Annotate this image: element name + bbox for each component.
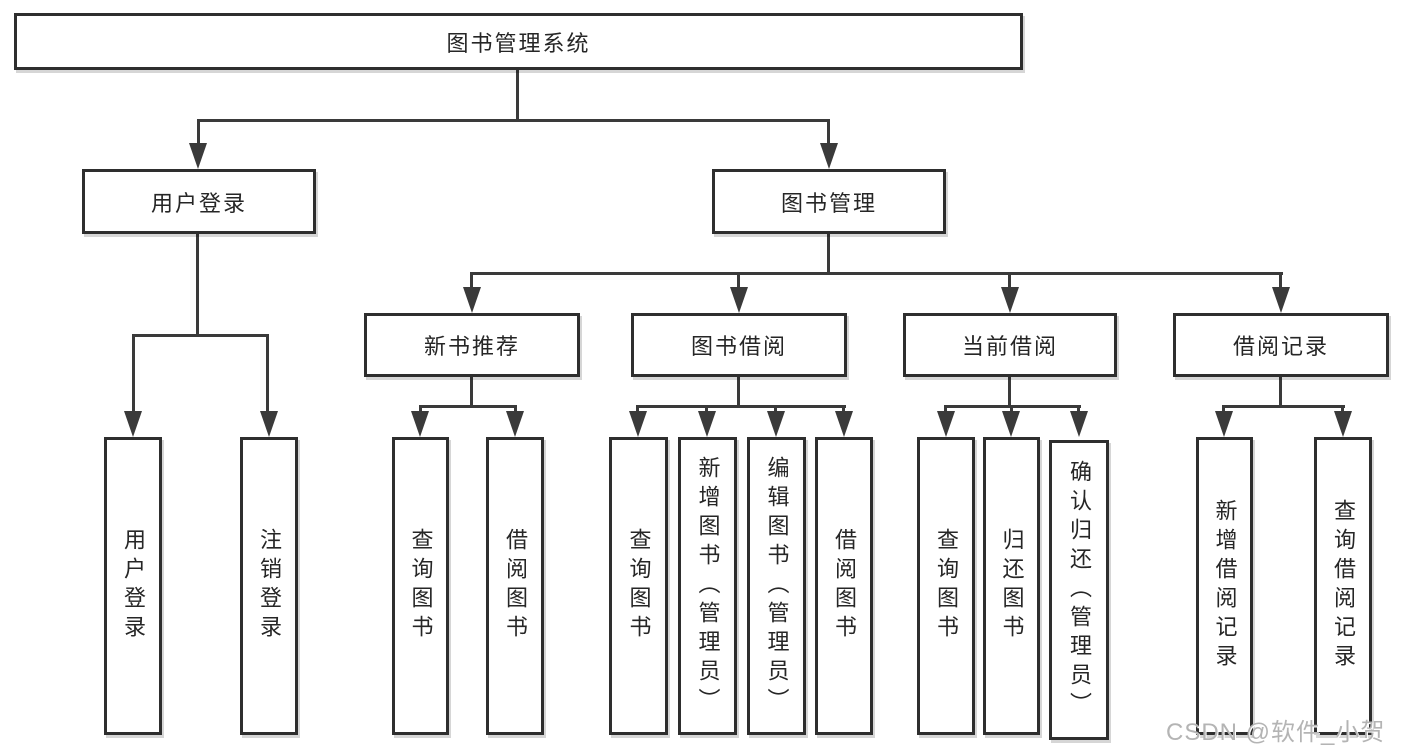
leaf-borrow-query-books: 查询图书 [609,437,668,735]
connector-current-stub-2 [1010,405,1013,413]
leaf-records-add-record: 新增借阅记录 [1196,437,1253,735]
connector-newbooks-hline [419,405,517,408]
connector-bookmgmt-stub-2 [737,272,740,289]
leaf-current-confirm-return-admin: 确认归还（管理员） [1049,440,1109,740]
connector-records-vline [1279,376,1282,408]
arrowhead-bb-query-books-icon [629,411,647,437]
leaf-current-return-books: 归还图书 [983,437,1040,735]
arrowhead-current-borrowing-icon [1001,287,1019,313]
arrowhead-bb-add-books-icon [698,411,716,437]
connector-userlogin-stub-right [266,334,269,413]
node-new-book-recommendation: 新书推荐 [364,313,580,377]
leaf-borrow-edit-books-admin: 编辑图书（管理员） [747,437,806,735]
node-book-management: 图书管理 [712,169,946,234]
connector-current-hline [945,405,1081,408]
connector-current-stub-3 [1077,405,1080,413]
connector-newbooks-stub-1 [419,405,422,413]
csdn-watermark: CSDN @软件_小贺同学 [1166,719,1386,746]
leaf-newbooks-borrow-books: 借阅图书 [486,437,544,735]
connector-userlogin-hline [132,334,269,337]
node-borrowing-records: 借阅记录 [1173,313,1389,377]
arrowhead-bb-edit-books-icon [767,411,785,437]
connector-current-vline [1008,376,1011,408]
connector-current-stub-1 [944,405,947,413]
leaf-records-query-record: 查询借阅记录 [1314,437,1372,735]
connector-userlogin-vline [196,233,199,337]
connector-root-stub-left [197,119,200,145]
connector-root-hline [197,119,830,122]
arrowhead-cb-confirm-return-icon [1070,411,1088,437]
connector-borrowing-vline [737,376,740,408]
connector-records-hline [1223,405,1345,408]
node-user-login: 用户登录 [82,169,316,234]
arrowhead-user-login-icon [189,143,207,169]
arrowhead-nb-query-books-icon [411,411,429,437]
arrowhead-new-book-recommendation-icon [463,287,481,313]
connector-bookmgmt-stub-1 [470,272,473,289]
arrowhead-borrowing-records-icon [1272,287,1290,313]
connector-root-stub-right [827,119,830,145]
arrowhead-book-borrowing-icon [730,287,748,313]
leaf-borrow-borrow-books: 借阅图书 [815,437,873,735]
connector-newbooks-stub-2 [514,405,517,413]
arrowhead-leaf-logout-icon [260,411,278,437]
connector-borrowing-hline [637,405,846,408]
connector-bookmgmt-stub-3 [1008,272,1011,289]
connector-newbooks-vline [470,376,473,408]
connector-records-stub-2 [1341,405,1344,413]
arrowhead-bb-borrow-books-icon [835,411,853,437]
arrowhead-nb-borrow-books-icon [506,411,524,437]
leaf-borrow-add-books-admin: 新增图书（管理员） [678,437,737,735]
arrowhead-cb-return-books-icon [1002,411,1020,437]
connector-bookmgmt-stub-4 [1279,272,1282,289]
connector-userlogin-stub-left [132,334,135,413]
leaf-current-query-books: 查询图书 [917,437,975,735]
leaf-logout: 注销登录 [240,437,298,735]
node-root: 图书管理系统 [14,13,1023,70]
connector-borrowing-stub-4 [842,405,845,413]
node-book-borrowing: 图书借阅 [631,313,847,377]
connector-borrowing-stub-1 [636,405,639,413]
connector-bookmgmt-hline [471,272,1283,275]
arrowhead-rec-query-record-icon [1334,411,1352,437]
arrowhead-leaf-user-login-icon [124,411,142,437]
arrowhead-rec-add-record-icon [1215,411,1233,437]
node-current-borrowing: 当前借阅 [903,313,1117,377]
connector-borrowing-stub-3 [774,405,777,413]
connector-borrowing-stub-2 [705,405,708,413]
connector-bookmgmt-vline [827,233,830,275]
arrowhead-book-management-icon [820,143,838,169]
leaf-user-login: 用户登录 [104,437,162,735]
connector-root-vline [516,68,519,121]
arrowhead-cb-query-books-icon [937,411,955,437]
connector-records-stub-1 [1222,405,1225,413]
leaf-newbooks-query-books: 查询图书 [392,437,449,735]
